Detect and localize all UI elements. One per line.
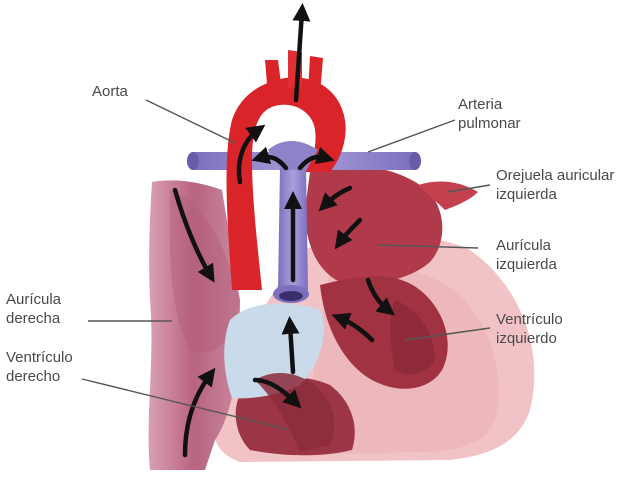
label-auricula-der-line2: derecha xyxy=(6,309,61,328)
leader-arteria xyxy=(368,120,455,152)
label-arteria-line2: pulmonar xyxy=(458,114,521,133)
label-ventriculo-der-line1: Ventrículo xyxy=(6,348,73,367)
arrow-rv-up xyxy=(290,325,293,372)
label-auricula-der-line1: Aurícula xyxy=(6,290,61,309)
label-auricula-izq-line2: izquierda xyxy=(496,255,557,274)
leader-aorta xyxy=(146,100,235,143)
label-auricula-izq-line1: Aurícula xyxy=(496,236,557,255)
label-orejuela-line2: izquierda xyxy=(496,185,614,204)
label-ventriculo-izq-line2: izquierdo xyxy=(496,329,563,348)
label-arteria-line1: Arteria xyxy=(458,95,521,114)
label-auricula-izquierda: Aurícula izquierda xyxy=(496,236,557,274)
label-orejuela-line1: Orejuela auricular xyxy=(496,166,614,185)
label-orejuela: Orejuela auricular izquierda xyxy=(496,166,614,204)
label-aorta: Aorta xyxy=(92,82,128,101)
label-aorta-line1: Aorta xyxy=(92,82,128,101)
label-ventriculo-izquierdo: Ventrículo izquierdo xyxy=(496,310,563,348)
label-ventriculo-der-line2: derecho xyxy=(6,367,73,386)
label-ventriculo-derecho: Ventrículo derecho xyxy=(6,348,73,386)
label-auricula-derecha: Aurícula derecha xyxy=(6,290,61,328)
label-ventriculo-izq-line1: Ventrículo xyxy=(496,310,563,329)
label-arteria-pulmonar: Arteria pulmonar xyxy=(458,95,521,133)
left-atrium-shape xyxy=(305,166,442,284)
